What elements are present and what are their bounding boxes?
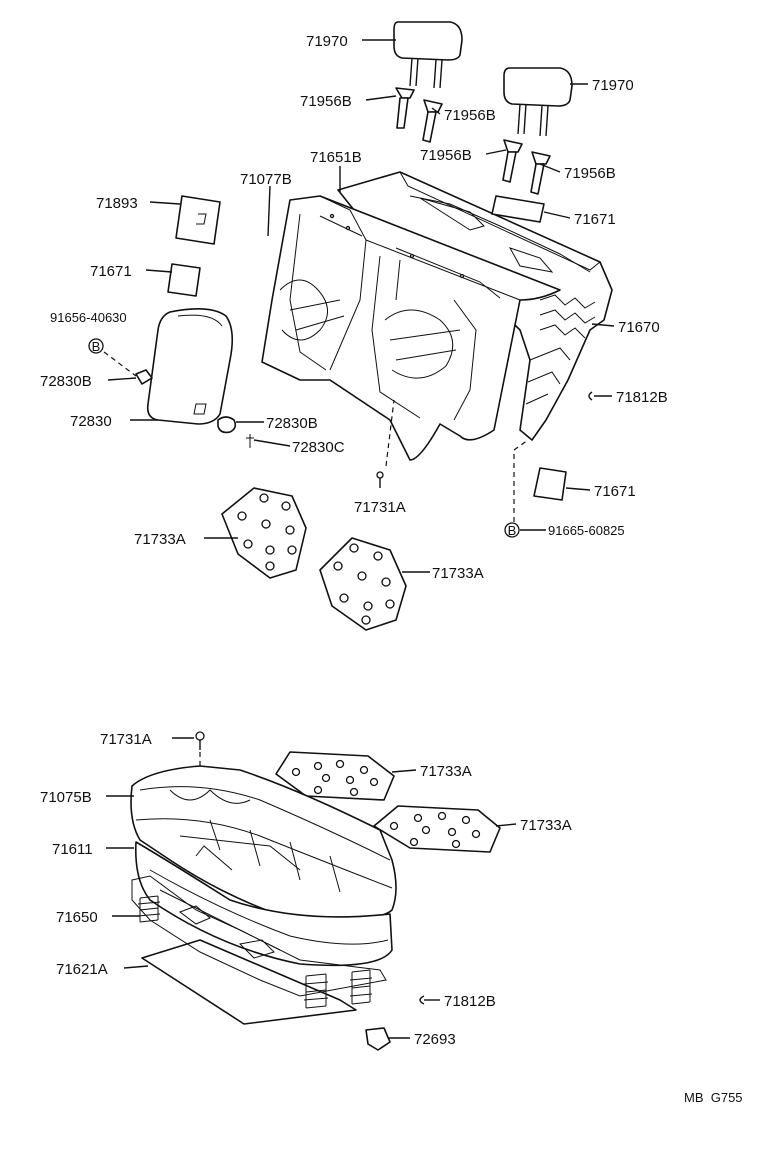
hog-ring-back [588, 391, 593, 401]
label-support-3: 71956B [420, 147, 472, 164]
headrest-right [503, 67, 573, 137]
label-plate-2: 71733A [432, 565, 484, 582]
seat-back-cover [261, 195, 561, 461]
bolt-marker-left: B [88, 338, 104, 354]
hog-ring-cushion [419, 995, 425, 1005]
label-tag: 71893 [96, 195, 138, 212]
label-hog-ring-cushion: 71812B [444, 993, 496, 1010]
cushion-spring-mid [303, 973, 329, 1009]
footer-code: MB G755 [684, 1090, 743, 1105]
label-clip-72693: 72693 [414, 1031, 456, 1048]
headrest-support-3 [502, 139, 523, 183]
armrest-grommet-right [217, 416, 237, 434]
label-bolt-left: 91656-40630 [50, 310, 127, 325]
label-spring-back: 71670 [618, 319, 660, 336]
plate-back-left [221, 487, 307, 579]
label-grommet-left: 72830B [40, 373, 92, 390]
armrest-grommet-left [135, 369, 153, 385]
label-plate-1: 71733A [134, 531, 186, 548]
cushion-spring-right [349, 969, 373, 1005]
label-bolt-right: 91665-60825 [548, 523, 625, 538]
label-grommet-right: 72830B [266, 415, 318, 432]
plate-cushion-bottom [373, 805, 501, 853]
cushion-pad [134, 841, 393, 967]
armrest [146, 308, 234, 425]
bolt-marker-right: B [504, 522, 520, 538]
label-headrest-left: 71970 [306, 33, 348, 50]
label-cushion-pad: 71611 [52, 841, 93, 858]
pad-right [533, 467, 567, 501]
label-back-cover: 71077B [240, 171, 292, 188]
headrest-support-1 [395, 87, 415, 129]
tag-71893 [175, 195, 221, 245]
headrest-support-2 [422, 99, 443, 143]
label-support-2: 71956B [444, 107, 496, 124]
label-pad-right: 71671 [594, 483, 636, 500]
label-headrest-right: 71970 [592, 77, 634, 94]
seat-back-pad-top [491, 195, 545, 223]
leader-lines [106, 39, 615, 1039]
label-plate-3: 71733A [420, 763, 472, 780]
label-pad-left: 71671 [90, 263, 132, 280]
bolt-marker-left-text: B [92, 339, 101, 354]
label-cushion-frame: 71621A [56, 961, 108, 978]
armrest-pin [246, 434, 254, 448]
cushion-frame [131, 875, 387, 1025]
plate-back-right [319, 537, 407, 631]
plate-cushion-top [275, 751, 395, 801]
cushion-clip [195, 731, 205, 780]
label-armrest: 72830 [70, 413, 112, 430]
headrest-support-4 [530, 151, 551, 195]
pad-left [167, 263, 201, 297]
headrest-left [393, 21, 463, 89]
label-clip-cushion: 71731A [100, 731, 152, 748]
label-back-frame: 71651B [310, 149, 362, 166]
label-support-4: 71956B [564, 165, 616, 182]
bolt-marker-right-text: B [508, 523, 517, 538]
cushion-cover [130, 765, 397, 923]
label-pin: 72830C [292, 439, 345, 456]
label-cushion-cover: 71075B [40, 789, 92, 806]
label-support-1: 71956B [300, 93, 352, 110]
label-hog-ring-back: 71812B [616, 389, 668, 406]
cushion-spring-left [137, 895, 161, 923]
label-spring-cushion: 71650 [56, 909, 98, 926]
back-clip [376, 471, 384, 488]
label-clip-back: 71731A [354, 499, 406, 516]
clip-72693 [365, 1027, 391, 1051]
label-pad-top: 71671 [574, 211, 616, 228]
label-plate-4: 71733A [520, 817, 572, 834]
